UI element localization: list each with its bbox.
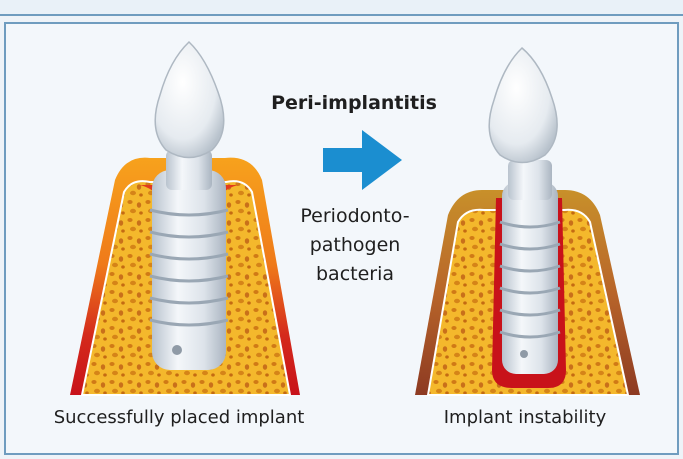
- arrow-label-line-2: pathogen: [250, 231, 460, 260]
- caption-healthy: Successfully placed implant: [10, 407, 348, 428]
- failing-implant-vent: [520, 350, 528, 358]
- arrow-label-line-1: Periodonto-: [250, 202, 460, 231]
- healthy-implant-post: [152, 170, 226, 370]
- caption-failing: Implant instability: [380, 407, 670, 428]
- healthy-crown: [155, 42, 224, 158]
- progression-arrow: [323, 130, 402, 190]
- healthy-implant-vent: [172, 345, 182, 355]
- failing-abutment: [508, 160, 552, 200]
- arrow-label-line-3: bacteria: [250, 260, 460, 289]
- failing-crown: [489, 48, 557, 163]
- failing-implant-post: [502, 182, 558, 374]
- diagram-title: Peri-implantitis: [234, 92, 474, 114]
- arrow-label: Periodonto- pathogen bacteria: [250, 202, 460, 289]
